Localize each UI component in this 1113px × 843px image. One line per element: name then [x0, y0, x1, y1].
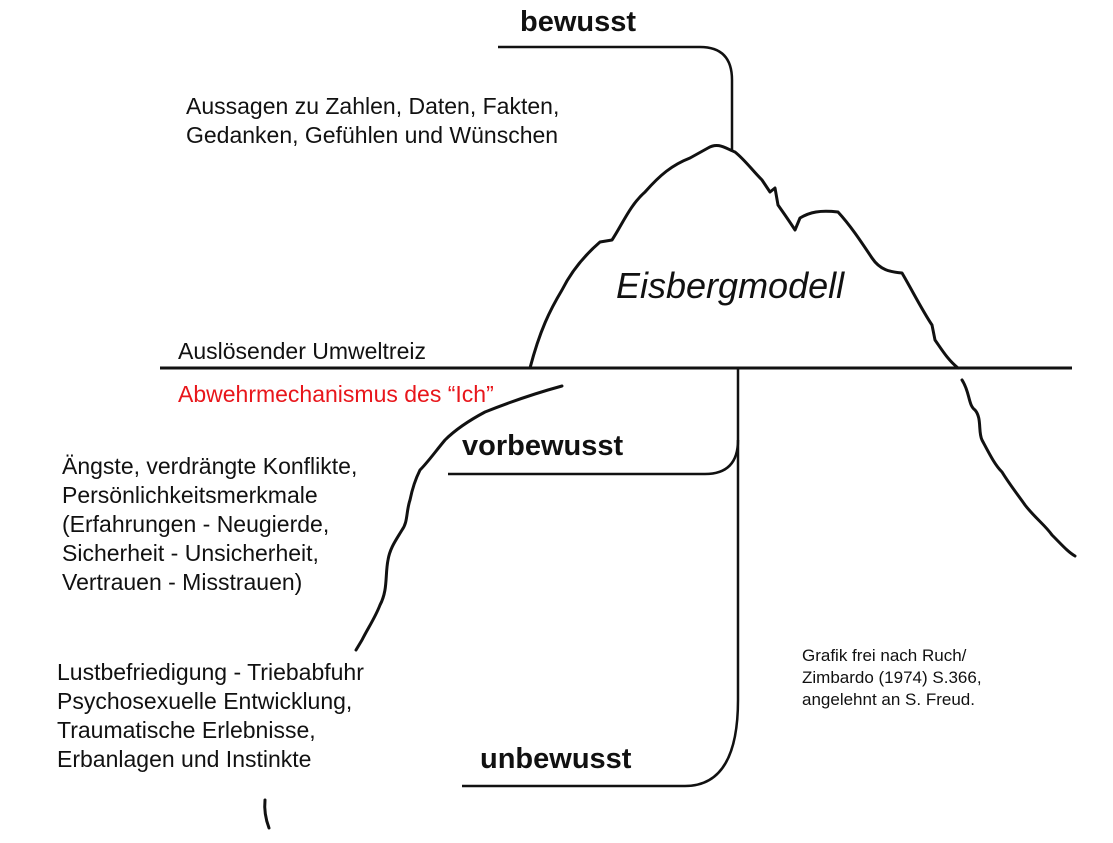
waterline-label: Auslösender Umweltreiz	[178, 338, 426, 364]
unconscious-text: Lustbefriedigung - Triebabfuhr Psychosex…	[57, 658, 364, 774]
iceberg-underwater-right	[960, 378, 1077, 558]
text-line: Ängste, verdrängte Konflikte,	[62, 453, 358, 479]
text-line: Aussagen zu Zahlen, Daten, Fakten,	[186, 93, 560, 119]
level-label-conscious: bewusst	[520, 6, 637, 38]
text-line: Zimbardo (1974) S.366,	[802, 668, 982, 687]
bewusst-bracket	[498, 45, 734, 150]
text-line: Gedanken, Gefühlen und Wünschen	[186, 122, 559, 148]
defense-mechanism-label: Abwehrmechanismus des “Ich”	[178, 381, 494, 407]
conscious-text: Aussagen zu Zahlen, Daten, Fakten, Gedan…	[186, 92, 559, 150]
level-label-unconscious: unbewusst	[480, 743, 632, 775]
text-line: (Erfahrungen - Neugierde,	[62, 511, 330, 537]
text-line: Traumatische Erlebnisse,	[57, 717, 316, 743]
text-line: Erbanlagen und Instinkte	[57, 746, 312, 772]
text-line: Persönlichkeitsmerkmale	[62, 482, 318, 508]
level-label-preconscious: vorbewusst	[462, 430, 624, 462]
text-line: Psychosexuelle Entwicklung,	[57, 688, 353, 714]
text-line: angelehnt an S. Freud.	[802, 690, 975, 709]
preconscious-text: Ängste, verdrängte Konflikte, Persönlich…	[62, 452, 357, 597]
iceberg-underwater-tail	[263, 798, 271, 830]
text-line: Lustbefriedigung - Triebabfuhr	[57, 659, 364, 685]
text-line: Grafik frei nach Ruch/	[802, 646, 967, 665]
unbewusst-bracket	[462, 368, 740, 788]
iceberg-underwater-left	[354, 384, 564, 652]
iceberg-outline	[528, 144, 960, 370]
diagram-title: Eisbergmodell	[616, 265, 845, 306]
source-credit: Grafik frei nach Ruch/ Zimbardo (1974) S…	[802, 645, 982, 711]
text-line: Vertrauen - Misstrauen)	[62, 569, 303, 595]
text-line: Sicherheit - Unsicherheit,	[62, 540, 319, 566]
